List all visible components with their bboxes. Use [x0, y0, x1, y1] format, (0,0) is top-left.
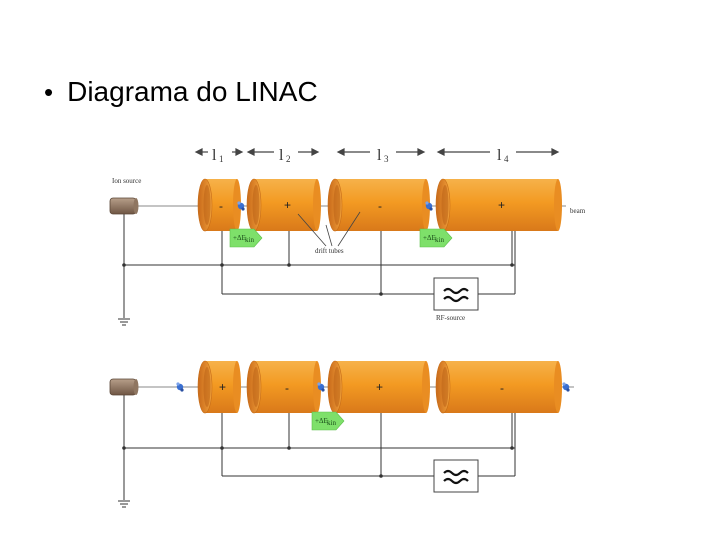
top-energy-arrow-2-icon: +ΔE kin [419, 228, 453, 248]
bottom-ground-icon [118, 500, 130, 508]
bottom-rf-source-icon [433, 459, 479, 493]
length-l1-sub: 1 [219, 154, 224, 164]
length-l4-sub: 4 [504, 154, 509, 164]
top-drift-tube-2 [246, 178, 321, 232]
bottom-polarity-3: + [376, 380, 383, 394]
top-polarity-4: + [498, 198, 505, 212]
beam-label: beam [570, 207, 586, 215]
bottom-energy-arrow-icon: +ΔE kin [311, 411, 345, 431]
top-linac: Ion source - + - + [109, 177, 586, 326]
top-energy-arrow-1-icon: +ΔE kin [229, 228, 263, 248]
top-rf-source-icon [433, 277, 479, 311]
bottom-circuit-wires [123, 390, 516, 500]
top-polarity-3: - [378, 199, 382, 213]
bottom-particle-3-icon [562, 382, 570, 392]
length-l3-sub: 3 [384, 154, 389, 164]
length-l2: l [279, 147, 284, 164]
bottom-drift-tube-1 [197, 360, 241, 414]
top-polarity-1: - [219, 199, 223, 213]
length-markers [194, 148, 560, 156]
top-circuit-wires [123, 210, 516, 318]
top-particle-1-icon [237, 201, 245, 211]
title-row: • Diagrama do LINAC [44, 72, 318, 112]
bottom-particle-1-icon [176, 382, 184, 392]
drift-tubes-pointers [297, 211, 361, 247]
bullet-point: • [44, 76, 54, 107]
top-drift-tube-1 [197, 178, 241, 232]
length-l2-sub: 2 [286, 154, 291, 164]
bottom-junctions [122, 446, 514, 478]
top-ground-icon [118, 318, 130, 326]
drift-tubes-label: drift tubes [315, 247, 344, 255]
length-l3: l [377, 147, 382, 164]
top-junctions [122, 263, 514, 296]
top-energy-sub-2: kin [435, 236, 444, 244]
top-energy-sub-1: kin [245, 236, 254, 244]
bottom-drift-tube-3 [327, 360, 430, 414]
top-energy-label-1: +ΔE [233, 234, 246, 242]
bottom-linac: + - + - +ΔE kin [109, 360, 574, 508]
bottom-polarity-4: - [500, 381, 504, 395]
rf-source-label: RF-source [436, 314, 465, 322]
top-ion-source-icon [109, 197, 139, 215]
top-polarity-2: + [284, 198, 291, 212]
slide-title: Diagrama do LINAC [67, 76, 318, 107]
top-drift-tube-4 [435, 178, 562, 232]
bottom-energy-label: +ΔE [315, 417, 328, 425]
bottom-energy-sub: kin [327, 419, 336, 427]
bottom-polarity-2: - [285, 381, 289, 395]
top-particle-2-icon [425, 201, 433, 211]
top-energy-label-2: +ΔE [423, 234, 436, 242]
bottom-drift-tube-2 [246, 360, 321, 414]
bottom-ion-source-icon [109, 378, 139, 396]
bottom-drift-tube-4 [435, 360, 562, 414]
length-l1: l [212, 147, 217, 164]
top-drift-tube-3 [327, 178, 430, 232]
length-l4: l [497, 147, 502, 164]
bottom-polarity-1: + [219, 380, 226, 394]
ion-source-label: Ion source [112, 177, 141, 185]
bottom-particle-2-icon [317, 382, 325, 392]
